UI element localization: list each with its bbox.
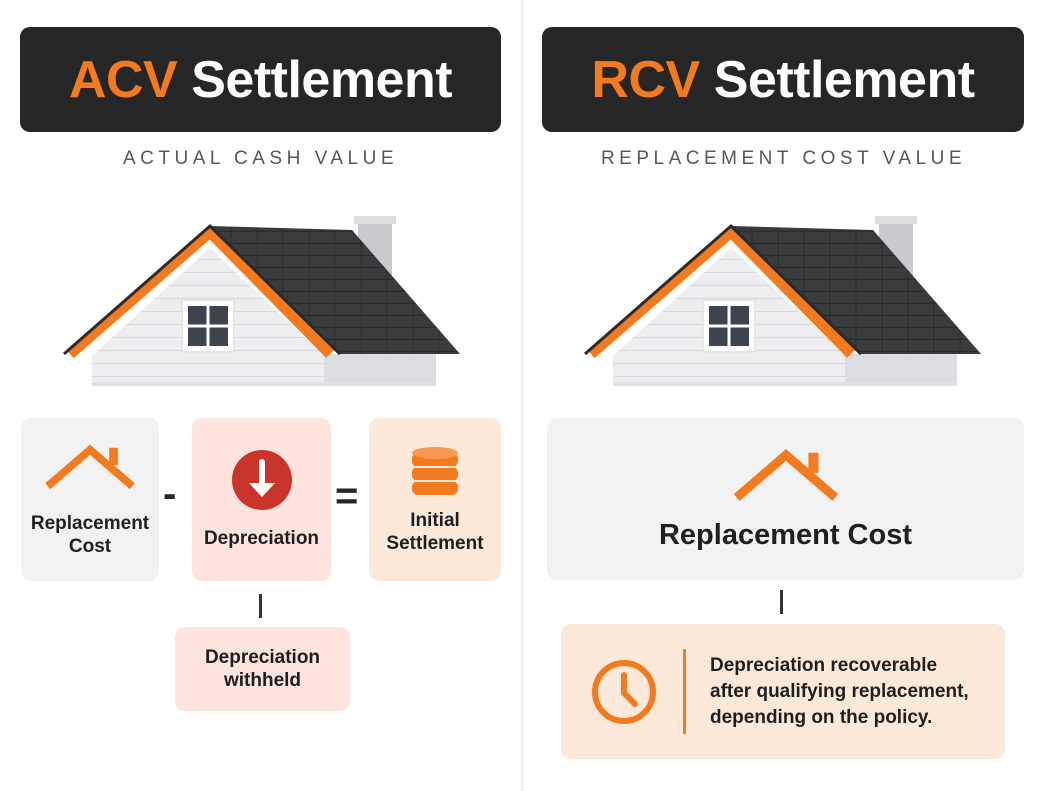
rcv-subtitle: REPLACEMENT COST VALUE	[600, 148, 967, 169]
acv-title-accent: ACV	[68, 50, 178, 109]
connector-line	[259, 594, 262, 618]
acv-replacement-cost-label: Replacement Cost	[30, 512, 150, 557]
rcv-recoverable-label: Depreciation recoverable after qualifyin…	[710, 654, 969, 728]
acv-depreciation-label: Depreciation	[203, 528, 320, 549]
rcv-title-bar: RCV Settlement	[542, 27, 1024, 132]
coin-stack-icon	[412, 446, 458, 495]
note-separator	[683, 649, 686, 734]
clock-icon	[592, 659, 656, 724]
equals-operator: =	[335, 474, 359, 518]
minus-operator: -	[163, 472, 177, 516]
arrow-down-icon	[231, 450, 292, 510]
house-icon	[62, 208, 462, 388]
acv-subtitle: ACTUAL CASH VALUE	[123, 148, 398, 169]
rcv-replacement-cost-card: Replacement Cost	[547, 418, 1024, 580]
rcv-recoverable-card: Depreciation recoverable after qualifyin…	[561, 624, 1005, 759]
acv-depreciation-card: Depreciation	[192, 418, 331, 581]
acv-initial-settlement-card: Initial Settlement	[369, 418, 501, 581]
acv-title-rest: Settlement	[191, 50, 453, 109]
house-icon	[583, 208, 983, 388]
panel-divider	[521, 0, 523, 791]
rcv-panel: RCV Settlement REPLACEMENT COST VALUE Re…	[523, 0, 1044, 791]
rcv-title-rest: Settlement	[713, 50, 975, 109]
rcv-title-accent: RCV	[591, 50, 700, 109]
acv-depreciation-withheld-label: Depreciation withheld	[204, 647, 321, 691]
acv-replacement-cost-card: Replacement Cost	[21, 418, 159, 581]
roof-icon	[730, 446, 842, 502]
roof-icon	[42, 442, 138, 490]
rcv-replacement-cost-label: Replacement Cost	[658, 519, 912, 551]
acv-panel: ACV Settlement ACTUAL CASH VALUE Replace…	[0, 0, 521, 791]
acv-title-bar: ACV Settlement	[20, 27, 501, 132]
connector-line	[780, 590, 783, 614]
acv-initial-settlement-label: Initial Settlement	[386, 509, 484, 554]
acv-depreciation-withheld-card: Depreciation withheld	[175, 627, 350, 711]
